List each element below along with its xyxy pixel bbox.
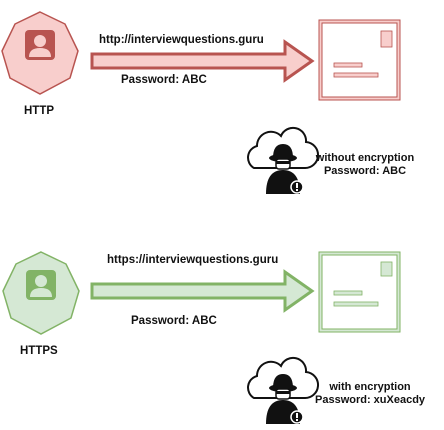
- hacker-encryption-status: with encryption: [329, 381, 411, 393]
- hacker-encryption-status: without encryption: [315, 152, 415, 164]
- https-url-label: https://interviewquestions.guru: [107, 254, 279, 266]
- https-protocol-label: HTTPS: [20, 345, 58, 357]
- hacker-status-https: with encryption Password: xuXeacdy: [315, 381, 425, 407]
- http-url-label: http://interviewquestions.guru: [99, 34, 264, 46]
- hacker-password-seen: Password: ABC: [323, 165, 407, 177]
- http-protocol-label: HTTP: [24, 105, 55, 117]
- http-password-label: Password: ABC: [121, 74, 207, 86]
- hacker-status-http: without encryption Password: ABC: [310, 152, 420, 178]
- https-password-label: Password: ABC: [131, 315, 217, 327]
- hacker-password-seen: Password: xuXeacdy: [315, 394, 426, 406]
